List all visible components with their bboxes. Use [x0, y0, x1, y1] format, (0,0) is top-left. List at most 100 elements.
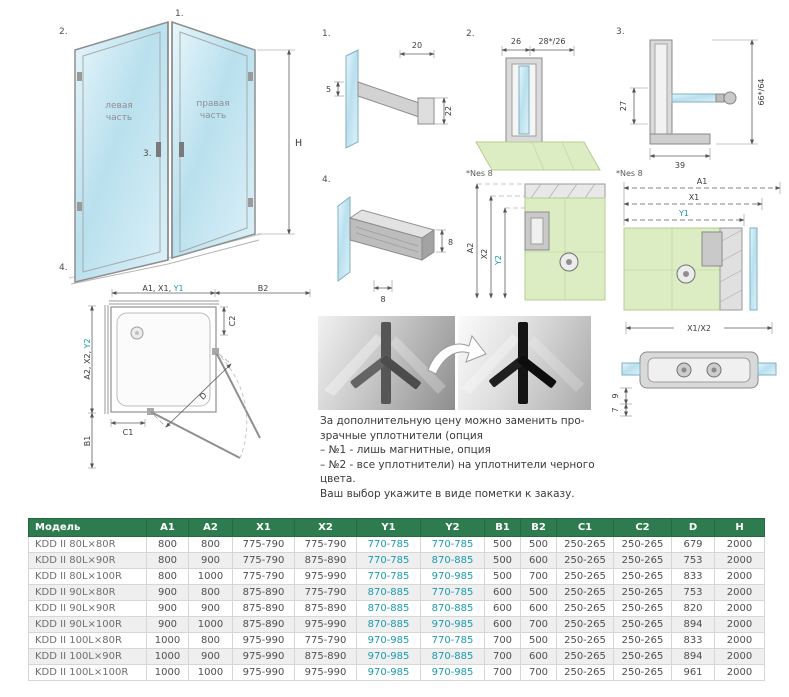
plan-d-label: D [198, 391, 209, 402]
value-cell: 975-990 [294, 664, 357, 681]
hinges [77, 72, 253, 211]
detail-3-dim-bottom-label: 39 [675, 161, 685, 170]
value-cell: 250-265 [556, 648, 614, 665]
detail-6: A1 X1 Y1 [623, 177, 781, 311]
detail-4-dim-bottom-label: 8 [380, 295, 385, 304]
detail-7-profile-inner [647, 357, 751, 383]
c2-dimension: C2 [220, 306, 237, 336]
height-dimension: H [257, 49, 302, 235]
value-cell: 1000 [188, 664, 233, 681]
value-cell: 800 [146, 568, 189, 585]
plan-c1-label: C1 [123, 428, 134, 437]
value-cell: 1000 [146, 648, 189, 665]
left-door-glass [74, 20, 169, 283]
seal-shape-black [462, 322, 584, 404]
value-cell: 770-785 [420, 584, 485, 601]
value-cell: 700 [484, 632, 521, 649]
value-cell: 900 [146, 600, 189, 617]
model-cell: KDD II 100L×90R [28, 648, 147, 665]
detail-1: 1. 20 5 22 [322, 29, 453, 149]
value-cell: 770-785 [356, 552, 421, 569]
value-cell: 600 [484, 616, 521, 633]
value-cell: 250-265 [556, 616, 614, 633]
detail-6-dim-a1: A1 [697, 177, 708, 186]
value-cell: 975-990 [232, 648, 295, 665]
header-cell: Y2 [420, 518, 485, 537]
value-cell: 700 [484, 664, 521, 681]
value-cell: 970-985 [356, 648, 421, 665]
detail-5-wall-hatch [530, 183, 596, 199]
detail-1-dim-right: 22 [434, 97, 453, 125]
detail-2-floor-grout [531, 141, 575, 171]
value-cell: 2000 [714, 664, 765, 681]
plan-top-left-dim: A1, X1, Y1 [142, 284, 183, 293]
value-cell: 250-265 [613, 664, 672, 681]
detail-3-dim-bottom: 39 [649, 148, 711, 170]
value-cell: 600 [484, 584, 521, 601]
header-cell: B2 [520, 518, 557, 537]
note-line: – №1 - лишь магнитные, опция [320, 444, 491, 456]
detail-6-grout [624, 228, 720, 310]
value-cell: 250-265 [556, 632, 614, 649]
model-cell: KDD II 80L×80R [28, 536, 147, 553]
model-cell: KDD II 90L×80R [28, 584, 147, 601]
value-cell: 775-790 [232, 568, 295, 585]
detail-2-note: *Nes 8 [466, 169, 493, 178]
value-cell: 250-265 [556, 600, 614, 617]
value-cell: 894 [671, 648, 715, 665]
right-door-frame [179, 31, 248, 253]
detail-3-foot [649, 133, 711, 145]
value-cell: 250-265 [556, 664, 614, 681]
detail-1-dim-left-label: 5 [326, 85, 331, 94]
value-cell: 600 [520, 552, 557, 569]
detail-5-profile-channel [530, 217, 544, 245]
value-cell: 2000 [714, 536, 765, 553]
value-cell: 875-890 [294, 648, 357, 665]
callout-3: 3. [143, 149, 152, 159]
value-cell: 600 [484, 600, 521, 617]
detail-6-dims: A1 X1 Y1 [623, 177, 781, 226]
detail-1-dim-top-label: 20 [412, 41, 422, 50]
value-cell: 250-265 [556, 568, 614, 585]
value-cell: 500 [484, 568, 521, 585]
detail-3-number: 3. [616, 27, 625, 37]
value-cell: 700 [520, 568, 557, 585]
value-cell: 961 [671, 664, 715, 681]
height-dim-label: H [295, 138, 302, 149]
note-line: – №2 - все уплотнители) на уплотнители ч… [320, 458, 595, 471]
value-cell: 700 [520, 616, 557, 633]
value-cell: 970-985 [420, 616, 485, 633]
value-cell: 875-890 [294, 552, 357, 569]
plan-c2-label: C2 [228, 316, 237, 327]
detail-3-dim-left: 27 [619, 87, 648, 125]
value-cell: 800 [188, 536, 233, 553]
value-cell: 870-885 [420, 648, 485, 665]
detail-7-dim-9: 9 [611, 393, 620, 398]
value-cell: 900 [188, 600, 233, 617]
detail-7-dim-7: 7 [611, 407, 620, 412]
header-cell: H [714, 518, 765, 537]
value-cell: 870-885 [420, 552, 485, 569]
value-cell: 800 [146, 536, 189, 553]
header-cell: X1 [232, 518, 295, 537]
note-line: зрачные уплотнители (опция [320, 429, 483, 442]
value-cell: 975-990 [232, 664, 295, 681]
header-cell: C1 [556, 518, 614, 537]
value-cell: 800 [146, 552, 189, 569]
detail-2: 2. 26 28*/26 *Nes 8 [466, 29, 601, 178]
detail-4-seal-end [421, 229, 435, 261]
seal-shape-transparent [324, 322, 446, 404]
detail-3-profile-channel [654, 43, 668, 137]
detail-6-profile [701, 231, 723, 267]
detail-6-dim-y1: Y1 [678, 209, 689, 218]
right-part-label-2: часть [200, 111, 226, 121]
value-cell: 1000 [146, 664, 189, 681]
right-door-handle [179, 142, 184, 157]
detail-4-dim-right-label: 8 [448, 238, 453, 247]
